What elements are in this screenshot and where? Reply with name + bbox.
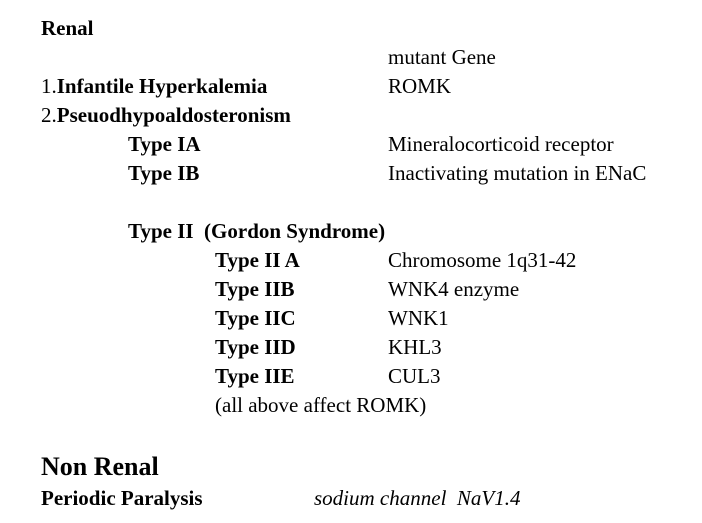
type-iid-label: Type IID [215, 335, 296, 359]
item-label: Pseuodhypoaldosteronism [56, 103, 291, 127]
type-iib-gene: WNK4 enzyme [388, 277, 520, 301]
renal-heading: Renal [41, 16, 94, 40]
non-renal-heading: Non Renal [41, 452, 159, 481]
type-ii-heading: Type II (Gordon Syndrome) [128, 219, 386, 243]
type-iic-label: Type IIC [215, 306, 296, 330]
item-number: 2. [41, 103, 57, 127]
type-iie-label: Type IIE [215, 364, 295, 388]
type-iia-gene: Chromosome 1q31-42 [388, 248, 577, 272]
item-number: 1. [41, 74, 57, 98]
gene-romk: ROMK [388, 74, 452, 98]
romk-note: (all above affect ROMK) [215, 393, 427, 417]
type-ia-label: Type IA [128, 132, 201, 156]
type-ib-label: Type IB [128, 161, 200, 185]
type-iic-gene: WNK1 [388, 306, 449, 330]
item-infantile-hyperkalemia: 1.Infantile Hyperkalemia [41, 72, 267, 101]
type-iie-gene: CUL3 [388, 364, 441, 388]
periodic-paralysis-label: Periodic Paralysis [41, 486, 203, 510]
item-label: Infantile Hyperkalemia [56, 74, 268, 98]
periodic-paralysis-gene: sodium channel NaV1.4 [314, 486, 521, 510]
type-iid-gene: KHL3 [388, 335, 442, 359]
type-iia-label: Type II A [215, 248, 300, 272]
item-pseudohypoaldosteronism: 2.Pseuodhypoaldosteronism [41, 101, 291, 130]
mutant-gene-header: mutant Gene [388, 45, 496, 69]
type-ia-gene: Mineralocorticoid receptor [388, 132, 614, 156]
type-ib-gene: Inactivating mutation in ENaC [388, 161, 647, 185]
type-iib-label: Type IIB [215, 277, 295, 301]
